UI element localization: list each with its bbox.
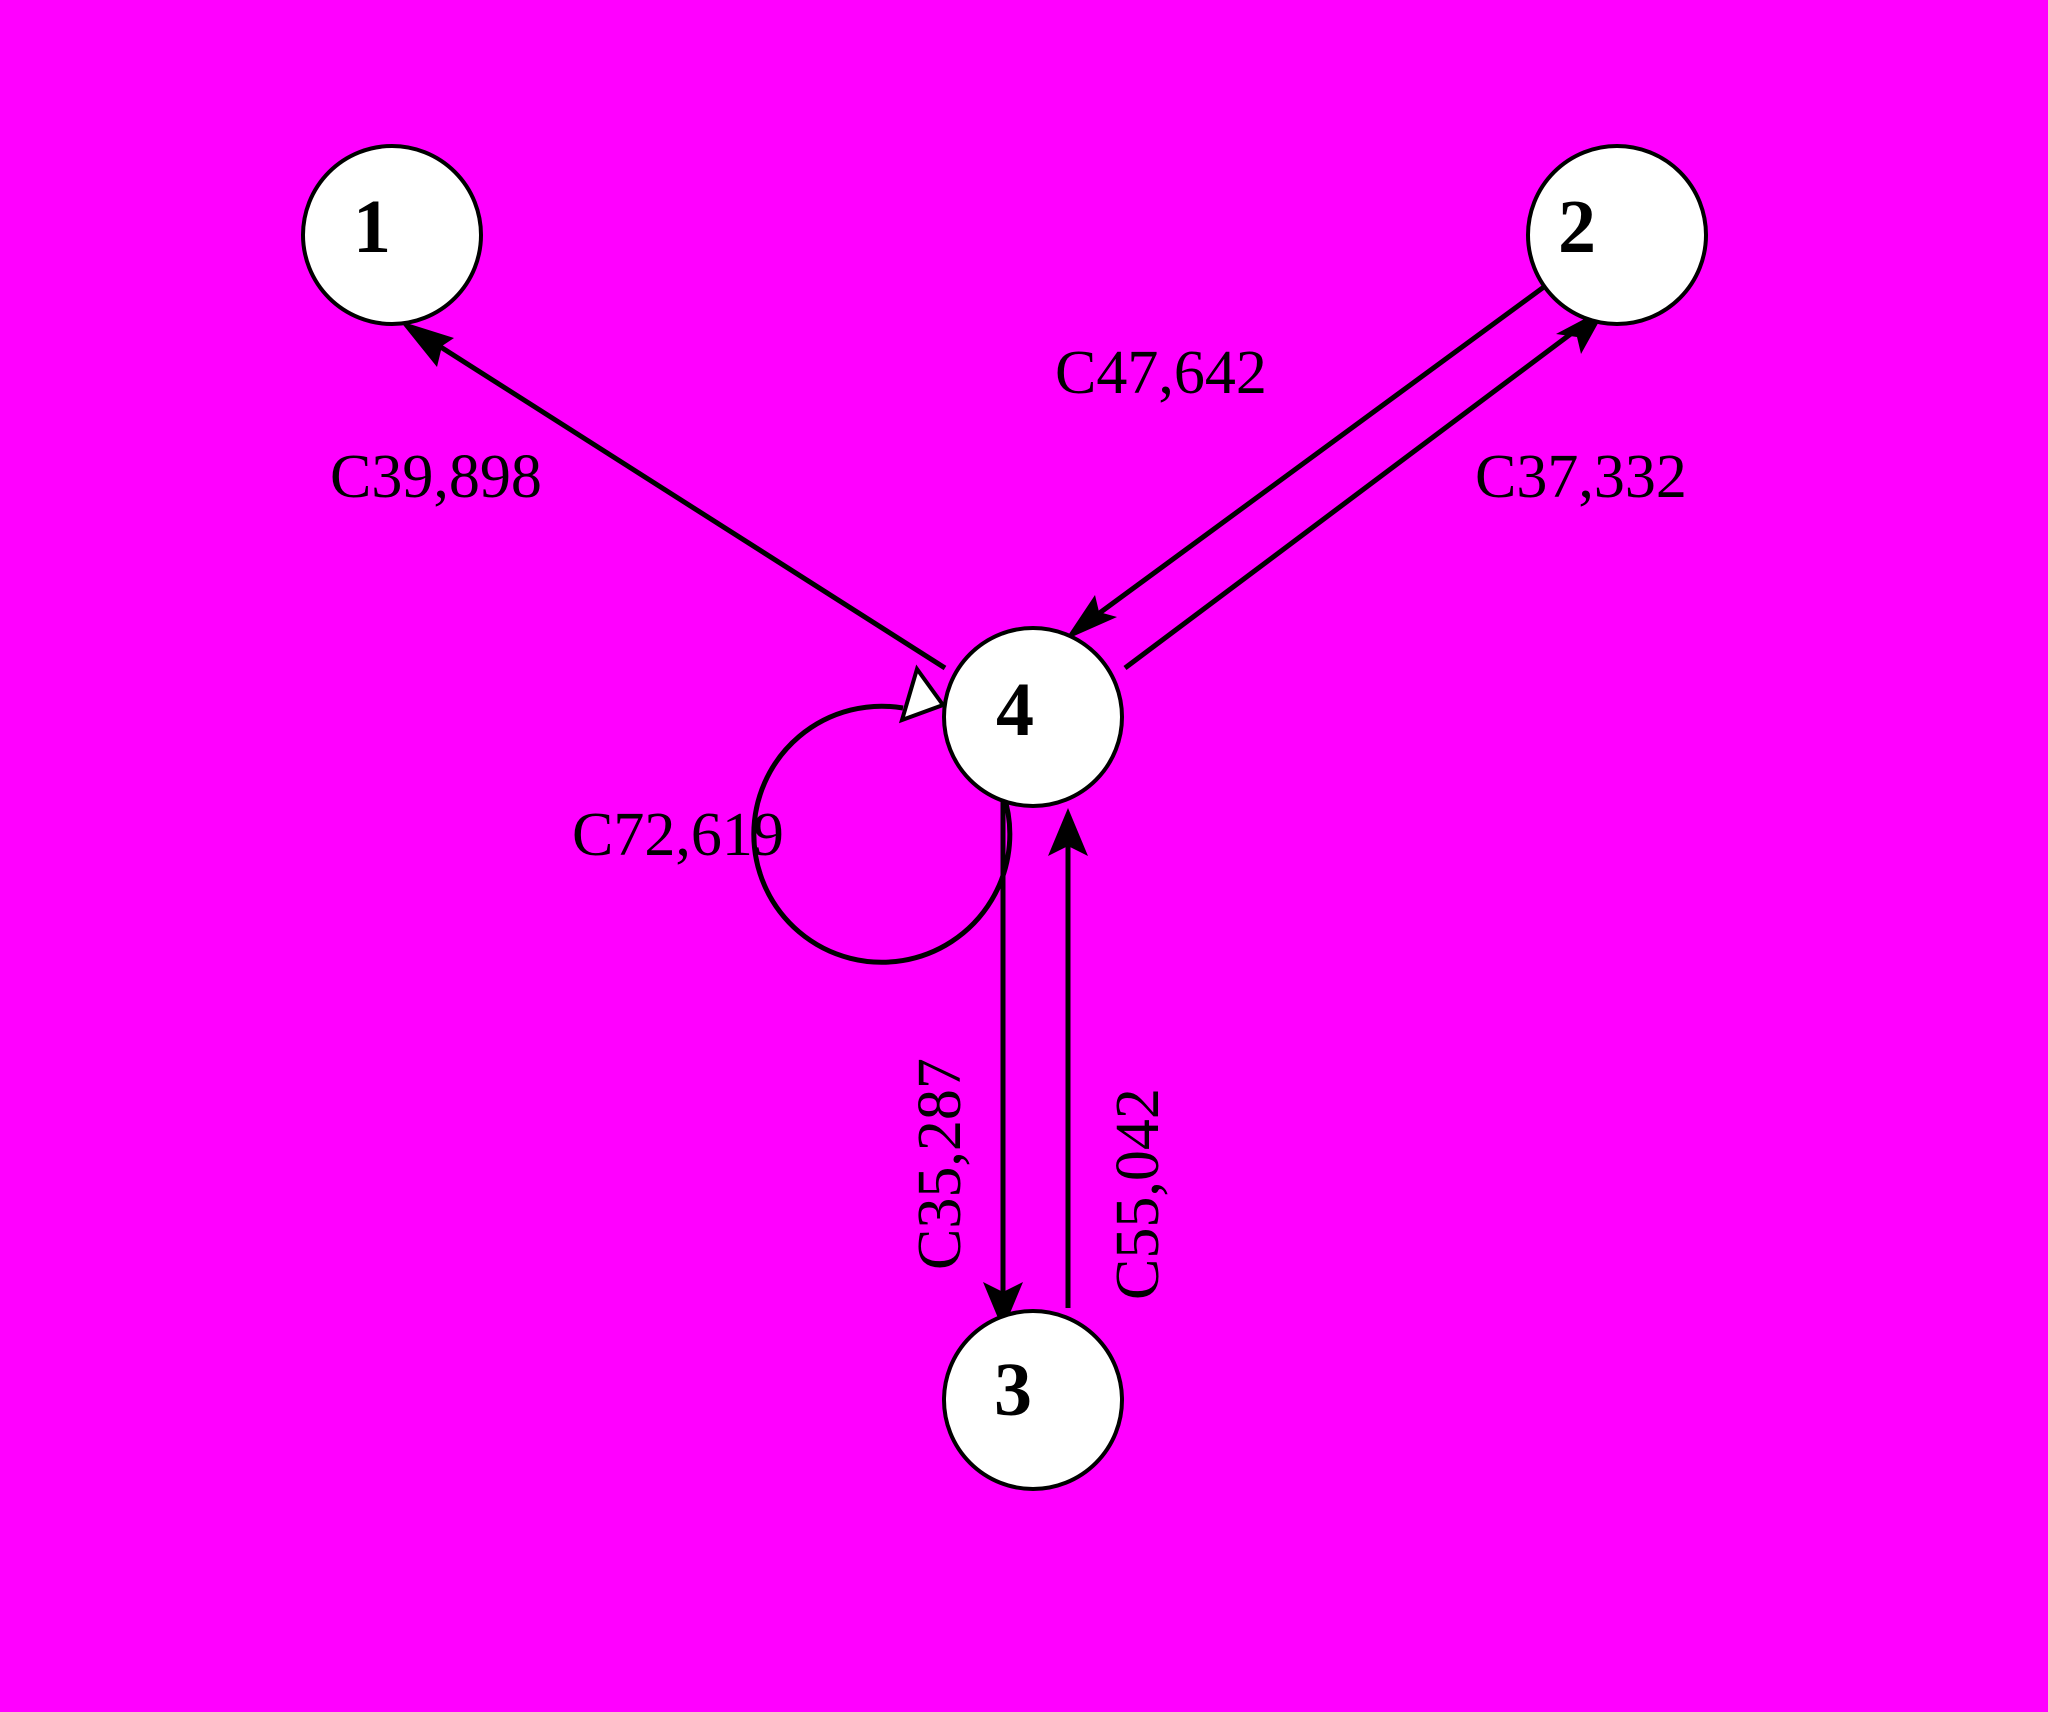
edge-4-self-loop: C72,619 xyxy=(572,664,1013,965)
node-label: 1 xyxy=(353,185,391,269)
node-circle xyxy=(1526,144,1708,326)
node-label: 3 xyxy=(994,1348,1032,1432)
node-2: 2 xyxy=(1526,144,1708,326)
edge-label: C35,287 xyxy=(906,1058,974,1270)
arrowhead-icon xyxy=(1048,808,1088,856)
node-label: 4 xyxy=(996,668,1034,752)
node-circle xyxy=(942,1309,1124,1491)
node-1: 1 xyxy=(301,144,483,326)
arrowhead-icon xyxy=(983,1282,1023,1330)
edge-2-to-4: C47,642 xyxy=(1055,267,1569,640)
edge-label: C72,619 xyxy=(572,801,784,869)
edge-label: C55,042 xyxy=(1104,1088,1172,1300)
edge-3-to-4: C55,042 xyxy=(1048,808,1172,1308)
arrowhead-open-icon xyxy=(898,664,947,724)
node-circle xyxy=(301,144,483,326)
arrowhead-icon xyxy=(1065,595,1117,640)
node-circle xyxy=(942,626,1124,808)
edge-label: C37,332 xyxy=(1475,443,1687,511)
edge-4-to-3: C35,287 xyxy=(906,795,1023,1330)
node-3: 3 xyxy=(942,1309,1124,1491)
node-4: 4 xyxy=(942,626,1124,808)
node-label: 2 xyxy=(1558,185,1596,269)
edge-4-to-1: C39,898 xyxy=(330,321,947,671)
edge-label: C39,898 xyxy=(330,443,542,511)
arrowhead-icon xyxy=(400,321,454,367)
edge-label: C47,642 xyxy=(1055,339,1267,407)
